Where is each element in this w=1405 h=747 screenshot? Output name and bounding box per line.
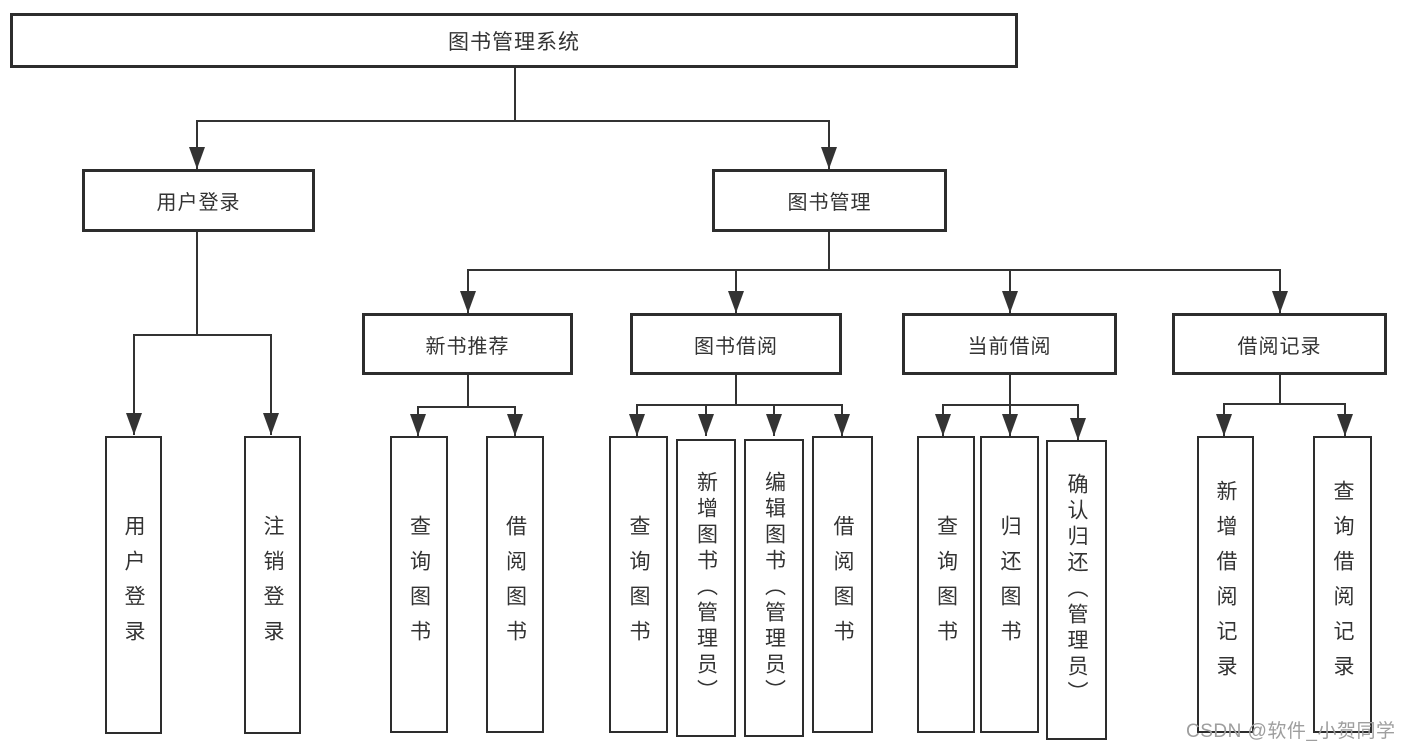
- arrow-down-icon: [1002, 414, 1018, 436]
- arrow-down-icon: [1070, 418, 1086, 440]
- connector-line: [133, 334, 135, 435]
- connector-line: [514, 68, 516, 122]
- arrow-down-icon: [507, 414, 523, 436]
- arrow-down-icon: [766, 414, 782, 436]
- leaf-return-books: 归还图书: [980, 436, 1039, 733]
- connector-line: [196, 120, 830, 122]
- node-new-book-recommendation: 新书推荐: [362, 313, 573, 375]
- arrow-down-icon: [263, 413, 279, 435]
- connector-line: [828, 232, 830, 271]
- arrow-down-icon: [821, 147, 837, 169]
- leaf-add-borrow-record: 新增借阅记录: [1197, 436, 1254, 733]
- connector-line: [270, 334, 272, 435]
- connector-line: [467, 269, 1281, 271]
- leaf-edit-books-admin: 编辑图书（管理员）: [744, 439, 804, 737]
- connector-line: [196, 120, 198, 169]
- leaf-user-login: 用户登录: [105, 436, 162, 734]
- leaf-borrow-books-recommend: 借阅图书: [486, 436, 544, 733]
- connector-line: [636, 404, 843, 406]
- arrow-down-icon: [1216, 414, 1232, 436]
- leaf-query-borrow-record: 查询借阅记录: [1313, 436, 1372, 733]
- arrow-down-icon: [629, 414, 645, 436]
- leaf-confirm-return-admin: 确认归还（管理员）: [1046, 440, 1107, 740]
- leaf-query-books-borrowing: 查询图书: [609, 436, 668, 733]
- arrow-down-icon: [728, 291, 744, 313]
- connector-line: [133, 334, 272, 336]
- node-book-borrowing: 图书借阅: [630, 313, 842, 375]
- connector-line: [196, 232, 198, 336]
- arrow-down-icon: [1337, 414, 1353, 436]
- arrow-down-icon: [935, 414, 951, 436]
- node-book-management: 图书管理: [712, 169, 947, 232]
- node-borrowing-records: 借阅记录: [1172, 313, 1387, 375]
- arrow-down-icon: [460, 291, 476, 313]
- node-user-login: 用户登录: [82, 169, 315, 232]
- connector-line: [467, 375, 469, 408]
- leaf-query-books-recommend: 查询图书: [390, 436, 448, 733]
- leaf-borrow-books-borrowing: 借阅图书: [812, 436, 873, 733]
- connector-line: [1223, 403, 1346, 405]
- leaf-add-books-admin: 新增图书（管理员）: [676, 439, 736, 737]
- arrow-down-icon: [1002, 291, 1018, 313]
- connector-line: [828, 120, 830, 169]
- watermark: CSDN @软件_小贺同学: [1186, 721, 1396, 742]
- leaf-query-books-current: 查询图书: [917, 436, 975, 733]
- connector-line: [1279, 375, 1281, 405]
- leaf-logout-login: 注销登录: [244, 436, 301, 734]
- arrow-down-icon: [1272, 291, 1288, 313]
- arrow-down-icon: [126, 413, 142, 435]
- arrow-down-icon: [189, 147, 205, 169]
- arrow-down-icon: [834, 414, 850, 436]
- connector-line: [735, 375, 737, 406]
- node-library-system: 图书管理系统: [10, 13, 1018, 68]
- arrow-down-icon: [698, 414, 714, 436]
- node-current-borrowing: 当前借阅: [902, 313, 1117, 375]
- arrow-down-icon: [410, 414, 426, 436]
- connector-line: [417, 406, 516, 408]
- connector-line: [1009, 375, 1011, 406]
